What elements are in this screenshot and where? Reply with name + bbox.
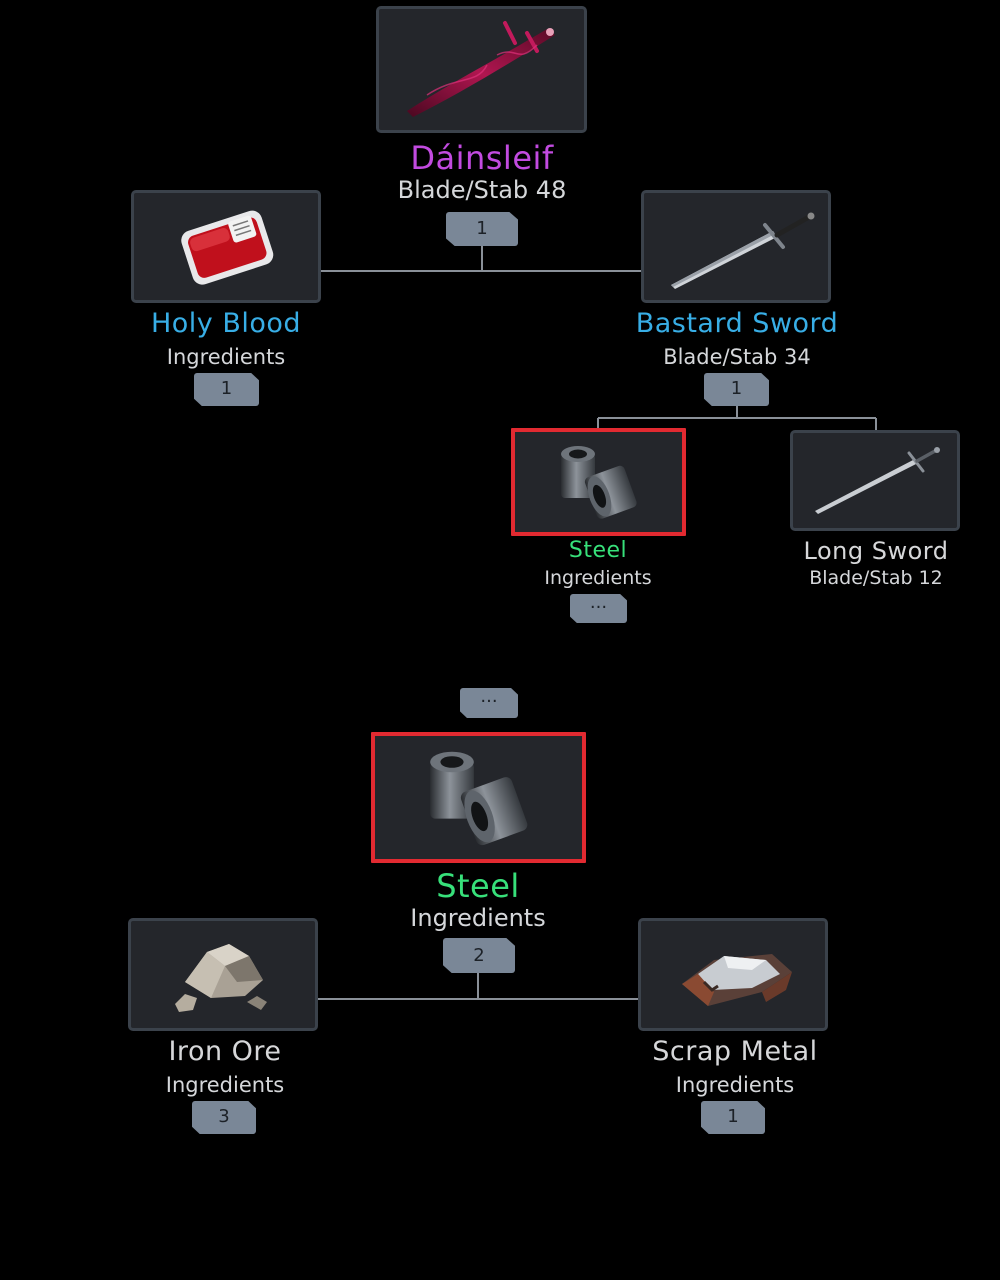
steel-count-badge[interactable]: 2: [443, 938, 515, 973]
bastard-sword-icon: [651, 197, 821, 297]
bastard-sword-stat: Blade/Stab 34: [663, 345, 811, 369]
iron-ore-count-badge[interactable]: 3: [192, 1101, 256, 1134]
scrap-metal-card[interactable]: [638, 918, 828, 1031]
scrap-metal-icon: [668, 930, 798, 1020]
steel-name-large: Steel: [436, 867, 520, 905]
scrap-metal-type: Ingredients: [675, 1073, 795, 1097]
long-sword-card[interactable]: [790, 430, 960, 531]
long-sword-stat: Blade/Stab 12: [809, 567, 943, 589]
steel-more-badge[interactable]: ···: [570, 594, 627, 623]
iron-ore-icon: [163, 930, 283, 1020]
bastard-sword-card[interactable]: [641, 190, 831, 303]
scrap-metal-count-badge[interactable]: 1: [701, 1101, 765, 1134]
holy-blood-name: Holy Blood: [150, 308, 302, 339]
long-sword-name: Long Sword: [803, 537, 949, 565]
holy-blood-card[interactable]: [131, 190, 321, 303]
holy-blood-count-badge[interactable]: 1: [194, 373, 259, 406]
dainsleif-name: Dáinsleif: [410, 139, 554, 177]
steel-name-small: Steel: [568, 538, 628, 563]
dainsleif-count-badge[interactable]: 1: [446, 212, 518, 246]
blood-pack-icon: [171, 202, 281, 292]
dainsleif-card[interactable]: [376, 6, 587, 133]
steel-rings-icon: [414, 744, 544, 852]
steel-card-large[interactable]: [371, 732, 586, 863]
long-sword-icon: [805, 441, 945, 521]
steel-parent-more-badge[interactable]: ···: [460, 688, 518, 718]
steel-type-large: Ingredients: [410, 904, 546, 932]
dainsleif-stat: Blade/Stab 48: [397, 176, 567, 204]
steel-rings-icon: [549, 440, 649, 524]
steel-type-small: Ingredients: [544, 567, 652, 589]
crimson-blade-icon: [387, 15, 577, 125]
iron-ore-card[interactable]: [128, 918, 318, 1031]
scrap-metal-name: Scrap Metal: [652, 1036, 818, 1067]
iron-ore-name: Iron Ore: [168, 1036, 282, 1067]
iron-ore-type: Ingredients: [165, 1073, 285, 1097]
holy-blood-type: Ingredients: [166, 345, 286, 369]
steel-card-small[interactable]: [511, 428, 686, 536]
bastard-sword-name: Bastard Sword: [635, 308, 839, 339]
bastard-sword-count-badge[interactable]: 1: [704, 373, 769, 406]
